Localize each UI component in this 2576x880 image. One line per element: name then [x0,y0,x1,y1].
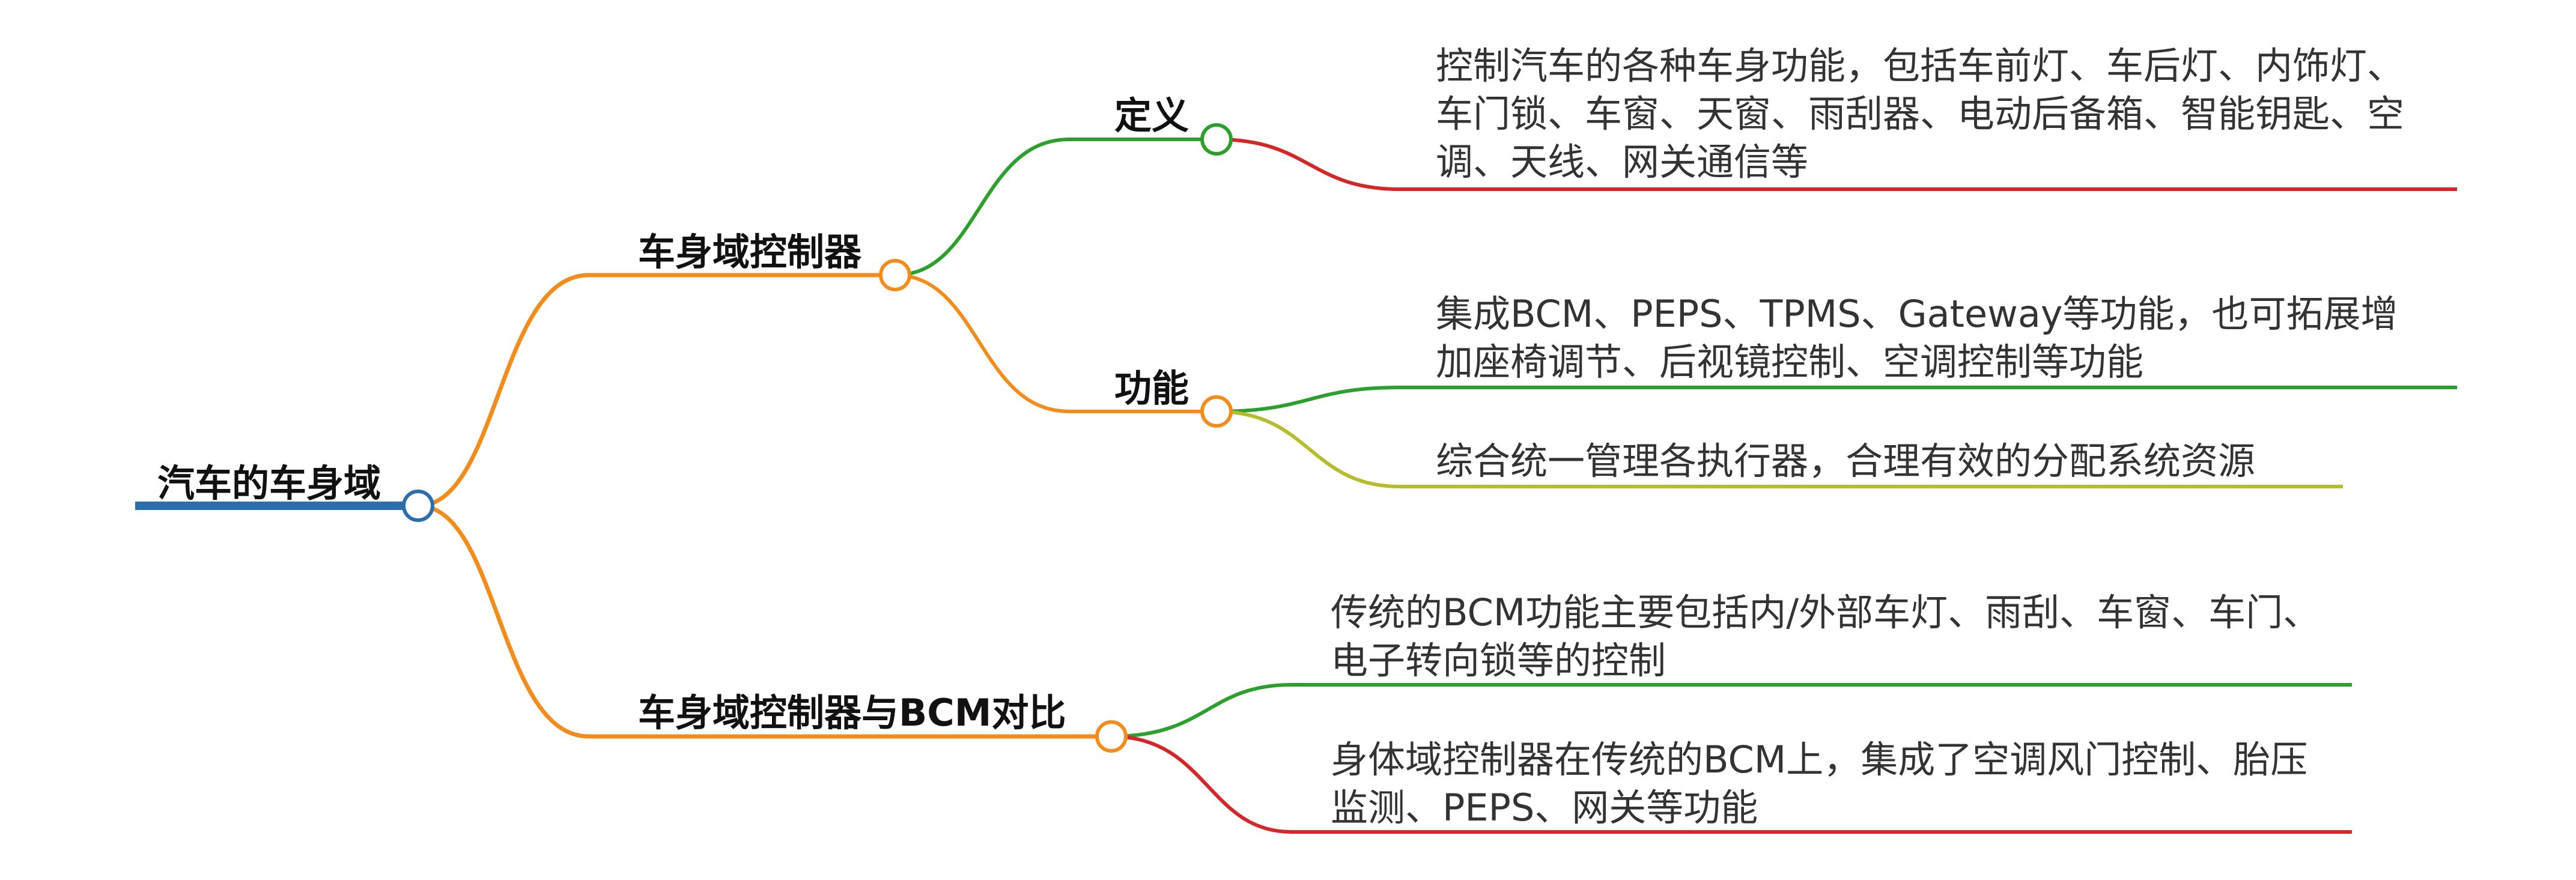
connector-branch1-definition [895,138,1217,277]
function-node-dot[interactable] [1200,395,1233,428]
connector-branch1-function [895,273,1217,413]
branch-label-body-domain-controller[interactable]: 车身域控制器 [638,230,862,274]
connector-compare-leaf-1 [1111,683,2352,738]
root-node-dot[interactable] [402,490,434,522]
root-label[interactable]: 汽车的车身域 [157,461,381,505]
node-label-definition[interactable]: 定义 [1114,94,1189,138]
leaf-definition-text: 控制汽车的各种车身功能，包括车前灯、车后灯、内饰灯、车门锁、车窗、天窗、雨刮器、… [1436,44,2405,184]
leaf-compare-text-1: 传统的BCM功能主要包括内/外部车灯、雨刮、车窗、车门、电子转向锁等的控制 [1331,590,2321,682]
branch2-node-dot[interactable] [1095,720,1128,753]
leaf-function-text-2: 综合统一管理各执行器，合理有效的分配系统资源 [1436,439,2256,483]
connector-definition-leaf [1216,138,2457,191]
leaf-function-text-1: 集成BCM、PEPS、TPMS、Gateway等功能，也可拓展增加座椅调节、后视… [1436,292,2398,384]
connector-root-branch-1 [418,273,895,508]
leaf-compare-text-2: 身体域控制器在传统的BCM上，集成了空调风门控制、胎压监测、PEPS、网关等功能 [1331,738,2308,830]
connector-function-leaf-1 [1216,386,2457,413]
node-label-function[interactable]: 功能 [1114,366,1189,410]
definition-node-dot[interactable] [1200,123,1233,156]
connector-compare-leaf-2 [1111,735,2352,834]
branch-label-comparison[interactable]: 车身域控制器与BCM对比 [638,691,1066,735]
branch1-node-dot[interactable] [879,259,911,291]
connector-function-leaf-2 [1216,410,2343,488]
connector-root-branch-2 [418,503,1111,739]
